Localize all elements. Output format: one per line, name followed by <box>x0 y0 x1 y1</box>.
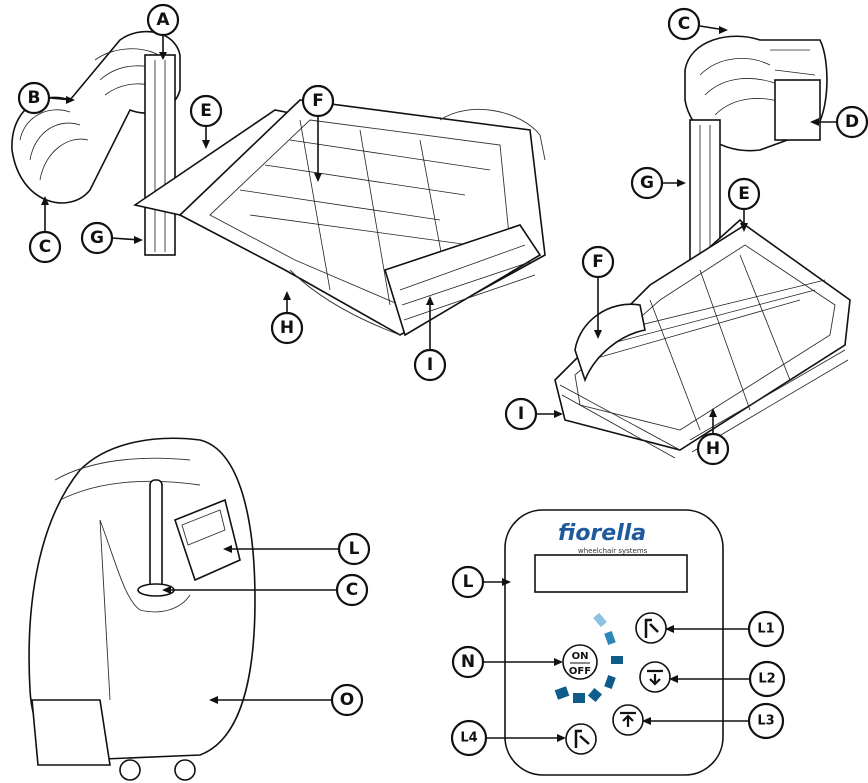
figure-lift-side-view <box>11 30 546 337</box>
brand-tagline: wheelchair systems <box>578 547 648 555</box>
svg-text:L3: L3 <box>757 714 774 729</box>
raise-arrow-icon <box>620 711 636 727</box>
callout-f: F <box>301 84 335 118</box>
callout-g: G <box>80 221 114 255</box>
callout-e: E <box>727 177 761 211</box>
on-off-button[interactable]: ON OFF <box>562 644 598 680</box>
figure-control-box <box>28 437 256 781</box>
callout-f: F <box>581 245 615 279</box>
svg-text:G: G <box>640 173 654 193</box>
leader-lines <box>41 25 838 742</box>
svg-text:C: C <box>678 14 690 34</box>
seat-tilt-button[interactable] <box>635 612 667 644</box>
seat-return-icon <box>574 729 590 748</box>
svg-text:I: I <box>427 355 433 375</box>
svg-text:F: F <box>592 252 604 272</box>
svg-text:A: A <box>156 10 170 30</box>
svg-text:I: I <box>518 404 524 424</box>
callout-i: I <box>413 348 447 382</box>
raise-button[interactable] <box>612 704 644 736</box>
callout-a: A <box>146 3 180 37</box>
svg-text:L1: L1 <box>757 622 774 637</box>
lower-arrow-icon <box>647 669 663 686</box>
callout-l: L <box>337 532 371 566</box>
svg-text:G: G <box>90 228 104 248</box>
led-indicator-ring <box>554 612 623 703</box>
svg-text:L: L <box>463 572 474 592</box>
svg-text:H: H <box>706 439 720 459</box>
seat-tilt-icon <box>644 618 659 638</box>
svg-text:L4: L4 <box>460 731 477 746</box>
lower-button[interactable] <box>639 661 671 693</box>
callout-g: G <box>630 166 664 200</box>
svg-text:L: L <box>349 539 360 559</box>
svg-text:C: C <box>346 580 358 600</box>
svg-text:O: O <box>340 690 354 710</box>
callout-e: E <box>189 94 223 128</box>
callout-h: H <box>696 432 730 466</box>
figure-control-panel: fiorella wheelchair systems ON OFF <box>504 509 724 776</box>
lcd-display <box>534 554 688 593</box>
callout-i: I <box>504 397 538 431</box>
svg-text:H: H <box>280 318 294 338</box>
svg-text:F: F <box>312 91 324 111</box>
callout-h: H <box>270 311 304 345</box>
callout-c: C <box>667 7 701 41</box>
callout-n: N <box>451 645 485 679</box>
callout-l3: L3 <box>747 702 785 740</box>
svg-text:L2: L2 <box>758 672 775 687</box>
callout-l1: L1 <box>747 610 785 648</box>
callout-l4: L4 <box>450 719 488 757</box>
brand-logo: fiorella <box>558 521 646 546</box>
svg-text:E: E <box>738 184 750 204</box>
on-label: ON <box>572 651 589 662</box>
seat-return-button[interactable] <box>565 723 597 755</box>
callout-c: C <box>335 573 369 607</box>
off-label: OFF <box>569 666 591 677</box>
svg-text:B: B <box>28 88 41 108</box>
callout-b: B <box>17 81 51 115</box>
callout-l2: L2 <box>748 660 786 698</box>
callout-d: D <box>835 105 868 139</box>
svg-text:E: E <box>200 101 212 121</box>
svg-text:D: D <box>845 112 859 132</box>
svg-text:N: N <box>461 652 475 672</box>
callout-c: C <box>28 230 62 264</box>
callout-l: L <box>451 565 485 599</box>
figure-lift-perspective-view <box>554 35 851 459</box>
callout-o: O <box>330 683 364 717</box>
svg-text:C: C <box>39 237 51 257</box>
